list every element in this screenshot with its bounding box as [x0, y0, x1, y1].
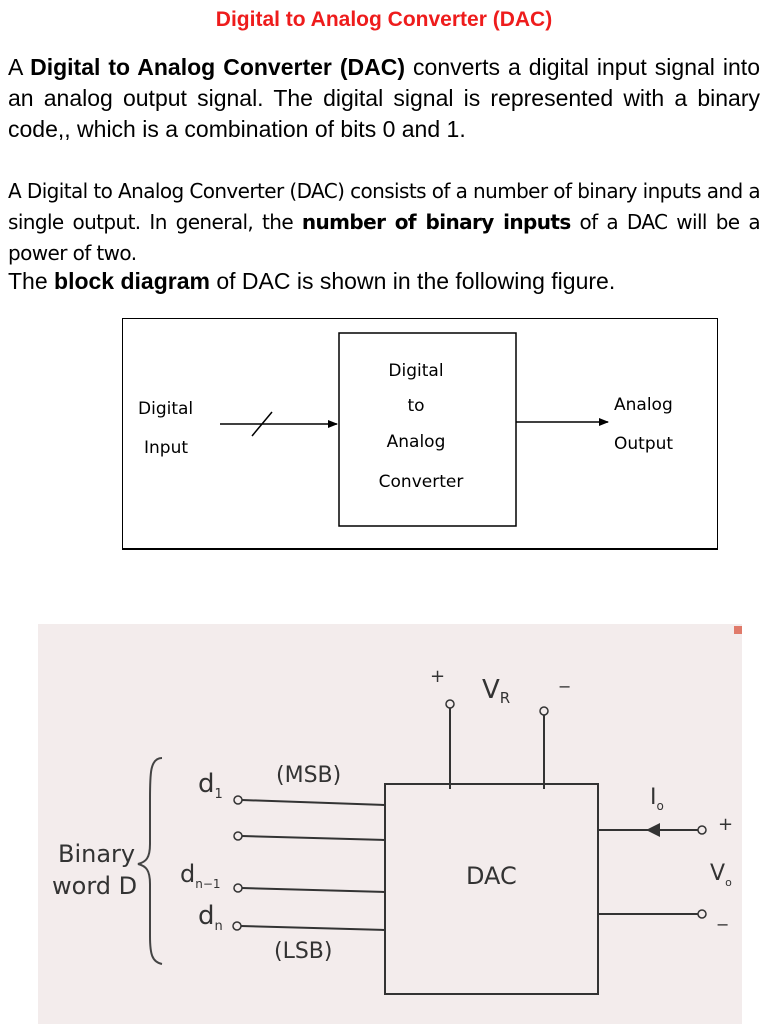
- vref-plus-terminal: [446, 700, 454, 708]
- bit-d2-wire: [242, 836, 385, 840]
- bit-dn-wire: [241, 926, 385, 930]
- page-title: Digital to Analog Converter (DAC): [0, 8, 768, 32]
- vref-plus-sign: +: [430, 666, 445, 687]
- msb-label: (MSB): [276, 763, 341, 788]
- bit-dn-1-terminal: [234, 884, 242, 892]
- intro-bold-term: Digital to Analog Converter (DAC): [30, 54, 405, 80]
- bit-d1-terminal: [234, 796, 242, 804]
- bit-dn-1-wire: [242, 888, 385, 892]
- dac-box-label: DAC: [466, 862, 517, 890]
- inputs-paragraph: A Digital to Analog Converter (DAC) cons…: [8, 176, 760, 269]
- block-intro-text-2: of DAC is shown in the following figure.: [210, 268, 615, 294]
- binary-word-brace: [138, 758, 162, 964]
- block-diagram-figure: Digital Input Digital to Analog Converte…: [122, 318, 718, 550]
- converter-label-line4: Converter: [379, 472, 464, 492]
- converter-label-line2: to: [407, 396, 424, 416]
- output-voltage-label: Vo: [710, 861, 732, 889]
- analog-output-label-line2: Output: [614, 434, 673, 454]
- intro-text-1: A: [8, 54, 30, 80]
- output-current-arrow: [646, 823, 660, 837]
- output-minus-sign: −: [716, 915, 729, 934]
- inputs-bold-term: number of binary inputs: [302, 210, 571, 234]
- bit-d1-wire: [242, 800, 385, 805]
- block-diagram-intro: The block diagram of DAC is shown in the…: [8, 266, 760, 297]
- vref-label: VR: [482, 675, 510, 707]
- binary-word-label-line1: Binary: [58, 840, 135, 868]
- bit-dn-terminal: [233, 922, 241, 930]
- digital-input-label-line2: Input: [144, 438, 188, 458]
- dac-circuit-svg: + VR − DAC Binary word D d1 (MSB) dn−1 d…: [38, 624, 742, 1024]
- lsb-label: (LSB): [274, 939, 332, 964]
- output-plus-sign: +: [718, 814, 733, 835]
- vref-minus-sign: −: [558, 677, 571, 696]
- converter-label-line3: Analog: [387, 432, 446, 452]
- binary-word-label-line2: word D: [52, 872, 137, 900]
- digital-input-label-line1: Digital: [138, 399, 193, 419]
- vref-minus-terminal: [540, 707, 548, 715]
- analog-output-label-line1: Analog: [614, 395, 673, 415]
- output-current-label: Io: [650, 785, 664, 813]
- block-intro-bold-term: block diagram: [54, 268, 210, 294]
- output-plus-terminal: [698, 826, 706, 834]
- corner-mark: [734, 626, 742, 634]
- intro-paragraph: A Digital to Analog Converter (DAC) conv…: [8, 52, 760, 145]
- block-intro-text-1: The: [8, 268, 54, 294]
- dac-circuit-figure: + VR − DAC Binary word D d1 (MSB) dn−1 d…: [38, 624, 742, 1024]
- converter-label-line1: Digital: [388, 361, 443, 381]
- bit-dn-label: dn: [198, 901, 223, 934]
- bit-dn-1-label: dn−1: [180, 860, 221, 891]
- bit-d2-terminal: [234, 832, 242, 840]
- block-diagram-svg: Digital Input Digital to Analog Converte…: [122, 318, 718, 550]
- bit-d1-label: d1: [198, 769, 223, 802]
- output-minus-terminal: [698, 910, 706, 918]
